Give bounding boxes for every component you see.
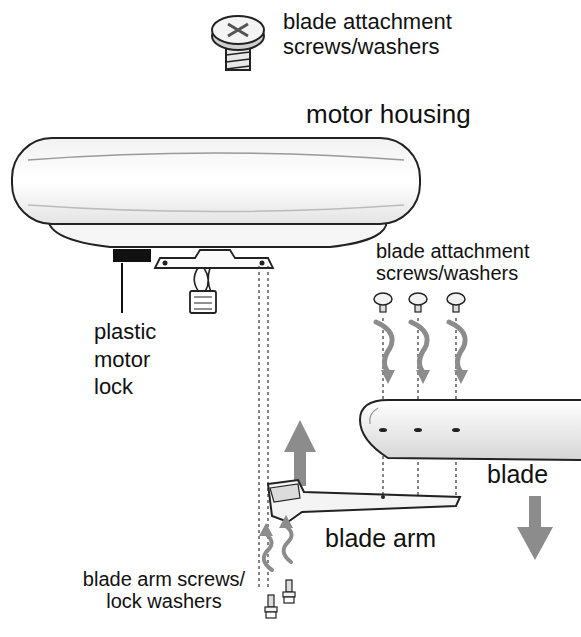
part-label: blade attachment screws/washers [283, 10, 498, 59]
screw-head [212, 16, 264, 44]
screw-head-mark [228, 24, 248, 36]
screw-thread [268, 595, 274, 607]
part-label: blade attachment screws/washers [376, 240, 576, 285]
connector-lines [194, 297, 212, 309]
twist-arrow-heads [381, 370, 468, 384]
twist-arrow [264, 534, 272, 570]
screw-head [266, 612, 276, 618]
part-label: blade arm screws/ lock washers [66, 568, 262, 613]
arrow-head [279, 515, 293, 528]
small-screw [409, 293, 427, 312]
small-screw [265, 595, 277, 618]
blade-shade [370, 408, 378, 424]
small-screw [283, 580, 295, 603]
screw-head [409, 293, 427, 305]
alignment-line [258, 266, 259, 590]
housing-band [28, 205, 404, 212]
twist-arrow [449, 322, 465, 372]
lock-washer [283, 592, 295, 597]
part-label: blade [487, 460, 577, 488]
alignment-line [267, 266, 268, 590]
twist-arrow-heads [259, 515, 293, 536]
lock-washer [265, 607, 277, 612]
twist-arrow [411, 322, 427, 372]
twist-arrow [376, 322, 392, 372]
twist-arrows [376, 322, 465, 372]
arrow-head [454, 370, 468, 384]
arrow-head [259, 523, 273, 536]
part-label: plastic motor lock [94, 318, 176, 401]
motor-housing-drawing [12, 138, 420, 313]
arrow-head [517, 527, 553, 560]
screw-thread [286, 580, 292, 592]
arm-screws [265, 580, 295, 618]
housing-band [28, 153, 404, 160]
blade-hole [452, 428, 460, 432]
blade-arm-shape [268, 480, 460, 522]
wire-connector [190, 291, 216, 313]
part-label: motor housing [306, 100, 546, 129]
small-screw [447, 293, 465, 312]
plate-hole [163, 261, 168, 266]
blade-hole [414, 428, 422, 432]
part-label: blade arm [325, 524, 475, 552]
twist-arrow [284, 526, 292, 562]
motor-lock-part [113, 249, 151, 262]
housing-body [12, 138, 420, 224]
blade-drawing [360, 400, 581, 460]
blade-arm-mount [270, 484, 300, 502]
screw-head [374, 293, 392, 305]
screw-head [284, 597, 294, 603]
wires [194, 268, 211, 292]
motion-arrows [284, 420, 553, 560]
arrow-head [381, 370, 395, 384]
screw-icon [212, 16, 264, 70]
plate-hole [260, 261, 265, 266]
arrow-shaft [529, 496, 541, 530]
mounting-plate [155, 250, 273, 268]
blade-arm-hole [381, 495, 385, 499]
blade-arm-drawing [268, 480, 460, 522]
arrow-head [284, 420, 316, 452]
blade-screws [374, 293, 465, 312]
arrow-head [416, 370, 430, 384]
small-screw [374, 293, 392, 312]
leader-line [121, 263, 123, 313]
blade-hole [379, 428, 387, 432]
blade-shape [360, 400, 581, 460]
screw-head [447, 293, 465, 305]
